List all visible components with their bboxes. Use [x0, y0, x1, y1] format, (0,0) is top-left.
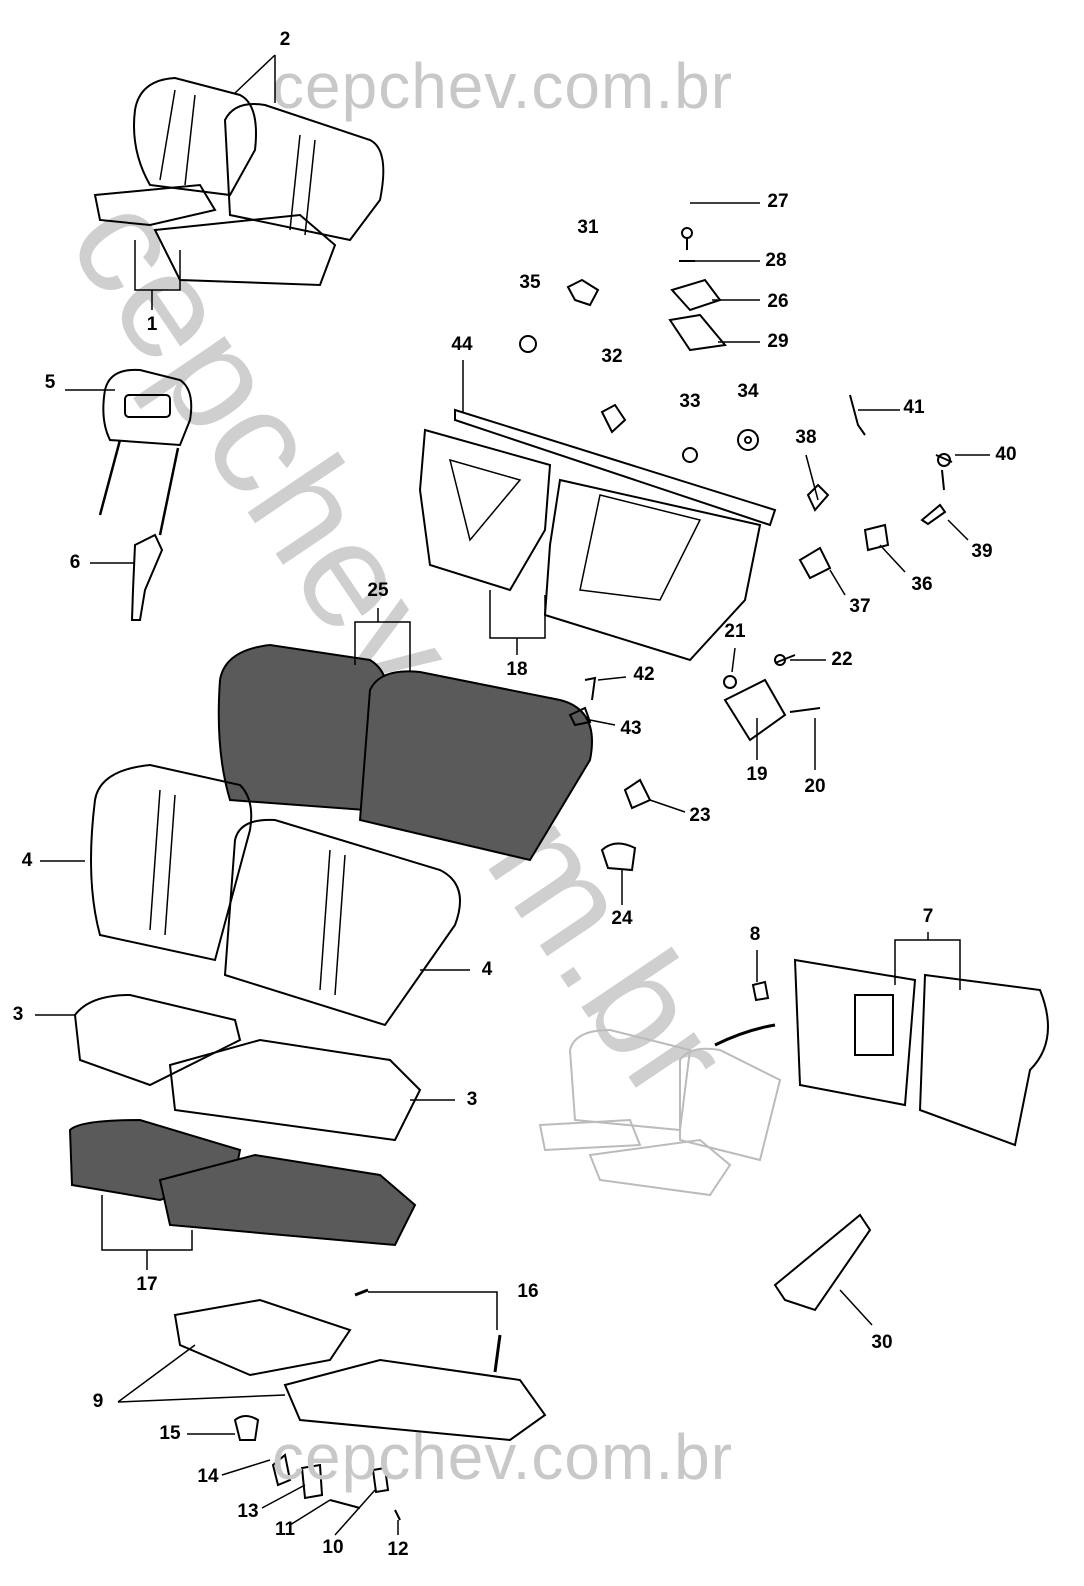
- callout-11: 11: [274, 1519, 296, 1540]
- backboard-panels: [714, 958, 1049, 1147]
- watermark-top: cepchev.com.br: [272, 50, 733, 122]
- ghost-seat-assembly: [538, 1028, 782, 1197]
- callout-14: 14: [197, 1466, 219, 1487]
- callout-43: 43: [620, 718, 642, 739]
- callout-32: 32: [601, 346, 623, 367]
- callout-37: 37: [849, 596, 871, 617]
- callout-1: 1: [146, 314, 158, 335]
- backrest-covers: [90, 763, 461, 1027]
- callout-13: 13: [237, 1501, 259, 1522]
- callout-15: 15: [159, 1423, 181, 1444]
- callout-25: 25: [367, 580, 389, 601]
- callout-21: 21: [724, 621, 746, 642]
- callout-34: 34: [737, 381, 759, 402]
- seat-cushion-covers: [73, 993, 422, 1142]
- callout-12: 12: [387, 1539, 409, 1560]
- callout-42: 42: [633, 664, 655, 685]
- headrest: [98, 368, 193, 536]
- callout-3-right: 3: [466, 1089, 478, 1110]
- hardware-parts: [233, 227, 953, 1521]
- callout-30: 30: [871, 1332, 893, 1353]
- headrest-guide: [130, 533, 164, 621]
- callout-3-left: 3: [12, 1004, 24, 1025]
- callout-7: 7: [922, 906, 934, 927]
- watermark-bottom: cepchev.com.br: [272, 1421, 733, 1493]
- leader-lines: [35, 54, 990, 1536]
- callout-36: 36: [911, 574, 933, 595]
- callout-24: 24: [611, 908, 633, 929]
- callout-6: 6: [69, 552, 81, 573]
- callout-38: 38: [795, 427, 817, 448]
- callout-28: 28: [765, 250, 787, 271]
- callout-35: 35: [519, 272, 541, 293]
- callout-9: 9: [92, 1391, 104, 1412]
- callout-4-right: 4: [481, 959, 493, 980]
- callout-8: 8: [749, 924, 761, 945]
- callout-10: 10: [322, 1537, 344, 1558]
- callout-22: 22: [831, 649, 853, 670]
- rear-seat-assembly-small: [93, 76, 385, 287]
- callout-41: 41: [903, 397, 925, 418]
- callout-4-left: 4: [21, 850, 33, 871]
- callout-39: 39: [971, 541, 993, 562]
- callout-18: 18: [506, 659, 528, 680]
- callout-26: 26: [767, 291, 789, 312]
- callout-33: 33: [679, 391, 701, 412]
- callout-5: 5: [44, 372, 56, 393]
- callout-23: 23: [689, 805, 711, 826]
- backrest-foam: [217, 643, 593, 862]
- seat-cushion-foam: [68, 1118, 417, 1247]
- callout-29: 29: [767, 331, 789, 352]
- callout-31: 31: [577, 217, 599, 238]
- callout-16: 16: [517, 1281, 539, 1302]
- callout-27: 27: [767, 191, 789, 212]
- callout-40: 40: [995, 444, 1017, 465]
- callout-19: 19: [746, 764, 768, 785]
- callout-44: 44: [451, 334, 473, 355]
- rear-panel-frame: [418, 408, 777, 662]
- callout-17: 17: [136, 1274, 158, 1295]
- callout-2: 2: [279, 29, 291, 50]
- seat-frames: [173, 1298, 547, 1442]
- callout-20: 20: [804, 776, 826, 797]
